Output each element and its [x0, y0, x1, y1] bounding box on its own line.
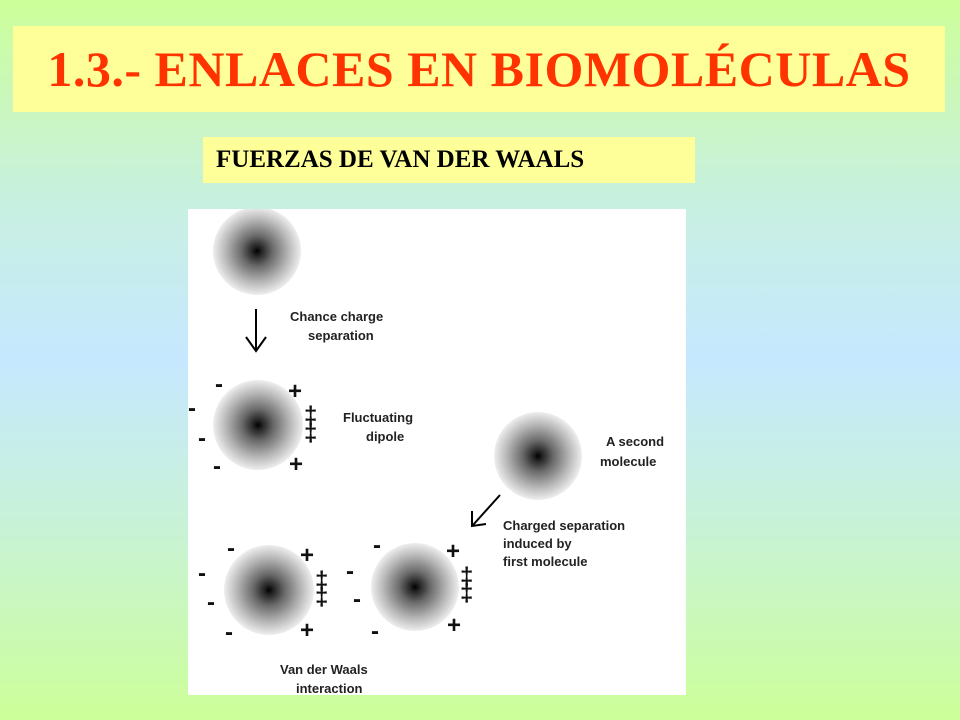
arrowhead-down-icon: [245, 336, 267, 353]
molecule-interaction-left: [224, 545, 314, 635]
molecule-fluctuating-dipole: [213, 380, 303, 470]
double-plus-sign: ‡: [315, 567, 328, 594]
subtitle-banner: FUERZAS DE VAN DER WAALS: [203, 137, 695, 183]
plus-sign: +: [289, 451, 303, 478]
double-plus-sign: ‡: [460, 580, 473, 607]
double-plus-sign: ‡: [304, 402, 317, 429]
plus-sign: +: [300, 617, 314, 644]
minus-sign: -: [188, 395, 196, 422]
double-plus-sign: ‡: [460, 563, 473, 590]
minus-sign: -: [215, 371, 223, 398]
label-induced-by: induced by: [503, 536, 572, 551]
van-der-waals-diagram: Chance charge separation - - - - + ‡ ‡ +…: [188, 209, 686, 695]
minus-sign: -: [373, 532, 381, 559]
label-van-der-waals: Van der Waals: [280, 662, 368, 677]
minus-sign: -: [213, 453, 221, 480]
minus-sign: -: [225, 619, 233, 646]
label-chance-charge: Chance charge: [290, 309, 383, 324]
minus-sign: -: [346, 558, 354, 585]
arrowhead-diagonal-icon: [471, 511, 487, 528]
double-plus-sign: ‡: [315, 584, 328, 611]
plus-sign: +: [300, 542, 314, 569]
molecule-second: [494, 412, 582, 500]
label-separation: separation: [308, 328, 374, 343]
label-interaction: interaction: [296, 681, 363, 695]
minus-sign: -: [371, 618, 379, 645]
label-fluctuating: Fluctuating: [343, 410, 413, 425]
label-first-molecule: first molecule: [503, 554, 588, 569]
minus-sign: -: [198, 425, 206, 452]
molecule-initial: [213, 209, 301, 295]
minus-sign: -: [227, 535, 235, 562]
minus-sign: -: [198, 560, 206, 587]
arrow-diagonal-icon: [472, 494, 501, 526]
label-molecule: molecule: [600, 454, 656, 469]
label-charged-separation: Charged separation: [503, 518, 625, 533]
plus-sign: +: [447, 612, 461, 639]
label-dipole: dipole: [366, 429, 404, 444]
diagram-svg: Chance charge separation - - - - + ‡ ‡ +…: [188, 209, 664, 695]
plus-sign: +: [446, 538, 460, 565]
molecule-interaction-right: [371, 543, 459, 631]
title-banner: 1.3.- ENLACES EN BIOMOLÉCULAS: [13, 26, 945, 112]
label-a-second: A second: [606, 434, 664, 449]
plus-sign: +: [288, 378, 302, 405]
minus-sign: -: [353, 586, 361, 613]
double-plus-sign: ‡: [304, 420, 317, 447]
minus-sign: -: [207, 589, 215, 616]
page-title: 1.3.- ENLACES EN BIOMOLÉCULAS: [47, 41, 911, 97]
section-subtitle: FUERZAS DE VAN DER WAALS: [216, 146, 585, 173]
